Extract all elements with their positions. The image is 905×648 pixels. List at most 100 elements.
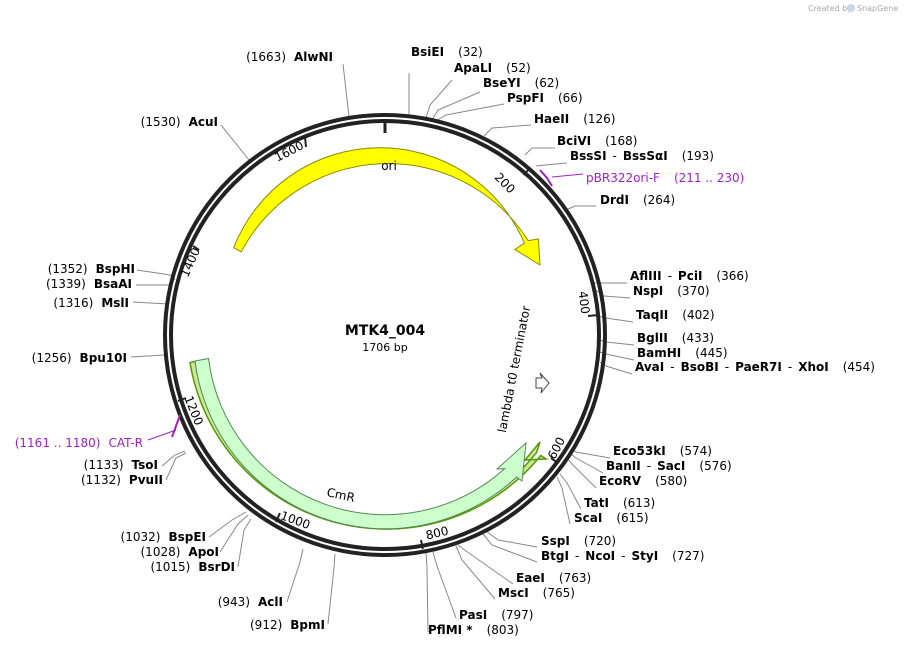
leader-line — [435, 103, 505, 122]
restriction-site-label[interactable]: HaeII (126) — [534, 112, 616, 126]
restriction-site-label[interactable]: BglII(433) — [637, 331, 714, 345]
leader-line — [483, 124, 532, 137]
site-enzyme-name: BglII — [637, 331, 668, 345]
site-position: (1339) — [46, 277, 86, 291]
ori-feature-arrow — [233, 147, 541, 266]
restriction-site-label[interactable]: (912)BpmI — [250, 618, 325, 632]
site-separator: - — [725, 360, 729, 374]
site-enzyme-name: BamHI — [637, 346, 681, 360]
site-separator: - — [647, 459, 651, 473]
leader-line — [161, 450, 186, 467]
site-enzyme-name: AvaI — [635, 360, 664, 374]
primer-marker-cat — [171, 414, 181, 438]
restriction-site-label[interactable]: (1339) BsaAI — [46, 277, 132, 291]
restriction-site-label[interactable]: (1256)Bpu10I — [32, 351, 127, 365]
restriction-site-label[interactable]: PspFI(66) — [507, 91, 583, 105]
restriction-site-label[interactable]: BseYI(62) — [483, 76, 559, 90]
restriction-site-label[interactable]: AvaI-BsoBI-PaeR7I-XhoI(454) — [635, 360, 875, 374]
primer-pbr322ori-f[interactable]: pBR322ori-F(211 .. 230) — [586, 171, 744, 185]
leader-line — [485, 530, 538, 548]
leader-line — [432, 551, 457, 619]
site-position: (366) — [716, 269, 748, 283]
restriction-site-label[interactable]: (1133)TsoI — [84, 458, 158, 472]
restriction-site-label[interactable]: AflIII-PciI(366) — [630, 269, 749, 283]
primer-cat-r[interactable]: (1161 .. 1180)CAT-R — [15, 436, 143, 450]
site-enzyme-name: SacI — [657, 459, 685, 473]
site-position: (763) — [559, 571, 591, 585]
plasmid-backbone — [163, 113, 607, 557]
site-separator: - — [621, 549, 625, 563]
site-enzyme-name: BanII — [606, 459, 641, 473]
restriction-site-label[interactable]: ScaI(615) — [574, 511, 649, 525]
restriction-site-label[interactable]: BciVI(168) — [557, 134, 637, 148]
terminator-feature-label: lambda t0 terminator — [495, 305, 533, 434]
restriction-site-label[interactable]: EcoRV(580) — [599, 474, 687, 488]
site-position: (126) — [583, 112, 615, 126]
leader-line — [482, 533, 538, 563]
restriction-site-label[interactable]: BtgI-NcoI-StyI(727) — [541, 549, 704, 563]
restriction-site-label[interactable]: BamHI(445) — [637, 346, 728, 360]
cmr-feature-label: CmR — [325, 485, 356, 505]
site-enzyme-name: BciVI — [557, 134, 591, 148]
restriction-site-label[interactable]: BssSI-BssSαI(193) — [570, 149, 714, 163]
restriction-site-label[interactable]: EaeI(763) — [516, 571, 591, 585]
restriction-site-label[interactable]: NspI(370) — [633, 284, 710, 298]
site-position: (574) — [680, 444, 712, 458]
leader-line — [559, 473, 582, 510]
restriction-site-label[interactable]: ApaLI (52) — [454, 61, 531, 75]
site-position: (1133) — [84, 458, 124, 472]
leader-line — [425, 552, 429, 633]
leader-line — [567, 458, 597, 489]
restriction-site-label[interactable]: (1015) BsrDI — [150, 560, 235, 574]
site-enzyme-name: BssSαI — [623, 149, 668, 163]
leader-line — [565, 205, 596, 211]
leader-line — [327, 553, 336, 625]
restriction-site-label[interactable]: (1316)MslI — [53, 296, 129, 310]
site-enzyme-name: BsrDI — [198, 560, 235, 574]
restriction-site-label[interactable]: (1352)BspHI — [48, 262, 135, 276]
restriction-site-label[interactable]: TaqII(402) — [636, 308, 715, 322]
leader-line — [524, 147, 555, 156]
site-separator: - — [788, 360, 792, 374]
site-separator: - — [670, 360, 674, 374]
restriction-site-label[interactable]: SspI(720) — [541, 534, 616, 548]
snapgene-logo-icon — [847, 4, 855, 12]
site-enzyme-name: BsaAI — [94, 277, 132, 291]
site-enzyme-name: HaeII — [534, 112, 569, 126]
restriction-site-label[interactable]: BanII-SacI (576) — [606, 459, 732, 473]
restriction-site-label[interactable]: MscI(765) — [498, 586, 575, 600]
restriction-sites-right: BsiEI(32) ApaLI (52)BseYI(62)PspFI(66) HaeI… — [411, 45, 875, 637]
site-position: (52) — [506, 61, 531, 75]
restriction-site-label[interactable]: (1028) ApoI — [141, 545, 220, 559]
restriction-site-label[interactable]: TatI(613) — [584, 496, 655, 510]
site-position: (1663) — [246, 50, 286, 64]
site-position: (797) — [501, 608, 533, 622]
site-position: (613) — [623, 496, 655, 510]
restriction-site-label[interactable]: (1032)BspEI — [121, 530, 206, 544]
snapgene-credit: Created by SnapGene — [808, 4, 898, 13]
restriction-site-label[interactable]: (943)AclI — [218, 595, 283, 609]
site-enzyme-name: DrdI — [600, 193, 629, 207]
restriction-site-label[interactable]: BsiEI(32) — [411, 45, 483, 59]
site-position: (1015) — [150, 560, 190, 574]
restriction-site-label[interactable]: DrdI (264) — [600, 193, 675, 207]
site-separator: - — [668, 269, 672, 283]
restriction-site-label[interactable]: PflMI *(803) — [428, 623, 519, 637]
site-position: (943) — [218, 595, 250, 609]
site-enzyme-name: NcoI — [585, 549, 615, 563]
site-enzyme-name: StyI — [632, 549, 659, 563]
restriction-site-label[interactable]: PasI(797) — [459, 608, 533, 622]
restriction-site-label[interactable]: (1663)AlwNI — [246, 50, 333, 64]
site-enzyme-name: BtgI — [541, 549, 569, 563]
site-enzyme-name: ScaI — [574, 511, 602, 525]
restriction-site-label[interactable]: (1132)PvuII — [81, 473, 163, 487]
restriction-site-label[interactable]: Eco53kI(574) — [613, 444, 712, 458]
site-position: (264) — [643, 193, 675, 207]
site-position: (1028) — [141, 545, 181, 559]
site-position: (454) — [843, 360, 875, 374]
site-enzyme-name: ApoI — [188, 545, 219, 559]
restriction-site-label[interactable]: (1530)AcuI — [141, 115, 218, 129]
site-enzyme-name: ApaLI — [454, 61, 492, 75]
tick-mark — [550, 457, 559, 464]
site-position: (576) — [699, 459, 731, 473]
